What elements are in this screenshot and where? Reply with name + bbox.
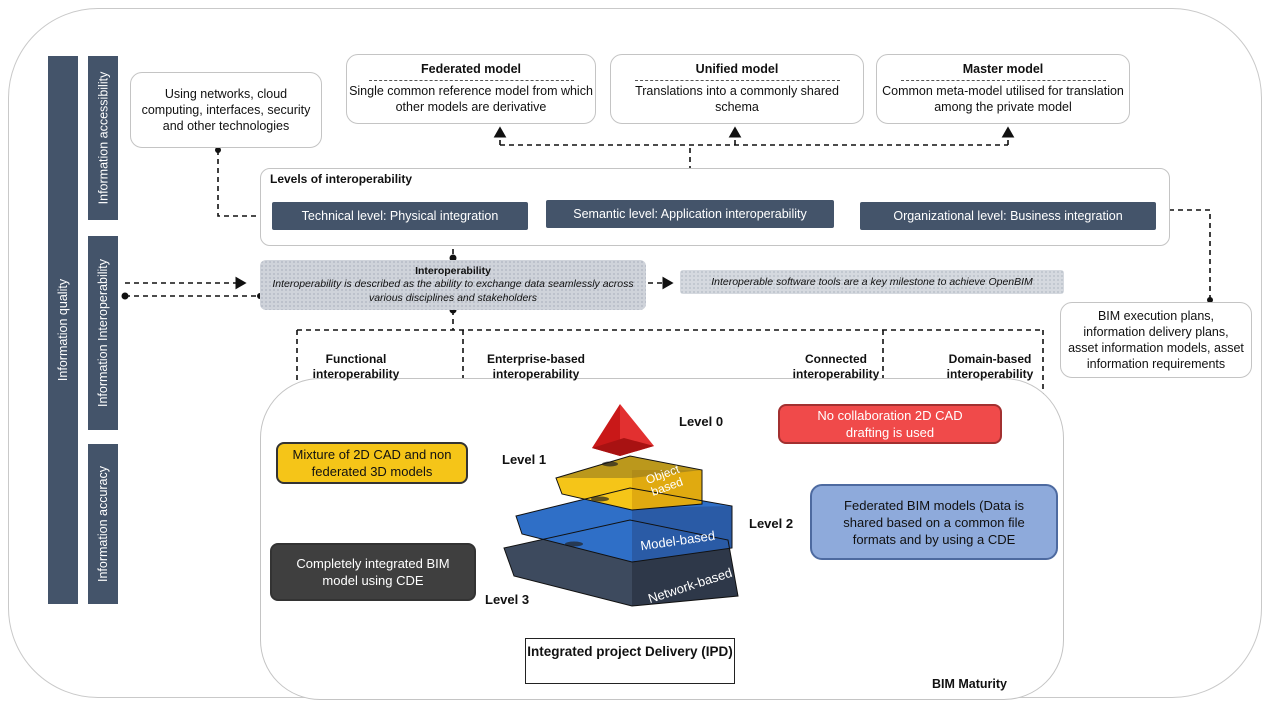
information-interoperability-bar: Information Interoperability [88, 236, 118, 430]
information-quality-label: Information quality [56, 278, 71, 382]
bim-documents-text: BIM execution plans, information deliver… [1068, 309, 1244, 371]
information-accuracy-bar: Information accuracy [88, 444, 118, 604]
mixture-2d-note: Mixture of 2D CAD and non federated 3D m… [276, 442, 468, 484]
ipd-box: Integrated project Delivery (IPD) [525, 638, 735, 684]
information-accuracy-label: Information accuracy [96, 465, 110, 583]
levels-title: Levels of interoperability [270, 172, 413, 186]
federated-model-box: Federated model Single common reference … [346, 54, 596, 124]
interoperability-title: Interoperability [415, 265, 491, 277]
semantic-level-label: Semantic level: Application interoperabi… [573, 207, 807, 221]
integrated-bim-text: Completely integrated BIM model using CD… [296, 556, 450, 588]
interoperability-definition: Interoperability Interoperability is des… [260, 260, 646, 310]
federated-model-title: Federated model [420, 62, 522, 76]
level-1-label: Level 1 [502, 452, 547, 467]
organizational-level: Organizational level: Business integrati… [860, 202, 1156, 230]
unified-model-desc: Translations into a commonly shared sche… [635, 84, 839, 114]
bim-documents-note: BIM execution plans, information deliver… [1060, 302, 1252, 378]
unified-model-box: Unified model Translations into a common… [610, 54, 864, 124]
openbim-milestone-text: Interoperable software tools are a key m… [711, 276, 1033, 288]
master-model-title: Master model [962, 62, 1044, 76]
networks-note: Using networks, cloud computing, interfa… [130, 72, 322, 148]
master-model-desc: Common meta-model utilised for translati… [882, 84, 1124, 114]
unified-model-title: Unified model [695, 62, 779, 76]
ipd-text: Integrated project Delivery (IPD) [527, 644, 733, 659]
master-model-box: Master model Common meta-model utilised … [876, 54, 1130, 124]
information-accessibility-label: Information accessibility [96, 71, 111, 205]
information-accessibility-bar: Information accessibility [88, 56, 118, 220]
federated-bim-note: Federated BIM models (Data is shared bas… [810, 484, 1058, 560]
openbim-milestone: Interoperable software tools are a key m… [680, 270, 1064, 294]
bim-maturity-label: BIM Maturity [932, 677, 1007, 691]
domain-interoperability: Domain-based interoperability [946, 352, 1034, 381]
organizational-level-label: Organizational level: Business integrati… [893, 209, 1123, 223]
integrated-bim-note: Completely integrated BIM model using CD… [270, 543, 476, 601]
no-collaboration-note: No collaboration 2D CAD drafting is used [778, 404, 1002, 444]
networks-note-text: Using networks, cloud computing, interfa… [141, 87, 311, 133]
level-3-label: Level 3 [485, 592, 530, 607]
technical-level-label: Technical level: Physical integration [301, 209, 499, 223]
enterprise-interoperability: Enterprise-based interoperability [486, 352, 586, 381]
interoperability-desc: Interoperability is described as the abi… [272, 278, 634, 304]
technical-level: Technical level: Physical integration [272, 202, 528, 230]
connected-interoperability: Connected interoperability [792, 352, 880, 381]
bim-maturity-pyramid [503, 404, 739, 607]
functional-interoperability: Functional interoperability [312, 352, 400, 381]
level-2-label: Level 2 [749, 516, 794, 531]
federated-bim-text: Federated BIM models (Data is shared bas… [843, 497, 1025, 547]
semantic-level: Semantic level: Application interoperabi… [546, 200, 834, 228]
mixture-2d-text: Mixture of 2D CAD and non federated 3D m… [292, 447, 452, 479]
federated-model-desc: Single common reference model from which… [349, 84, 593, 114]
no-collaboration-text: No collaboration 2D CAD drafting is used [817, 408, 963, 440]
level-0-label: Level 0 [679, 414, 724, 429]
information-quality-bar: Information quality [48, 56, 78, 604]
information-interoperability-label: Information Interoperability [96, 259, 110, 407]
